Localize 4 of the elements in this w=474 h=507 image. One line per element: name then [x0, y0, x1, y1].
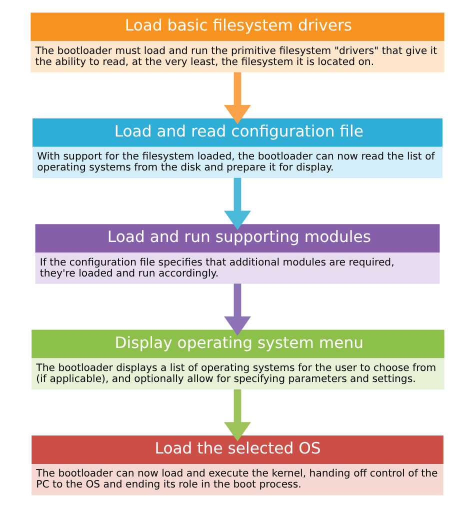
arrow	[224, 284, 250, 336]
arrow	[224, 178, 250, 230]
arrow	[224, 389, 250, 442]
arrow	[224, 72, 250, 124]
